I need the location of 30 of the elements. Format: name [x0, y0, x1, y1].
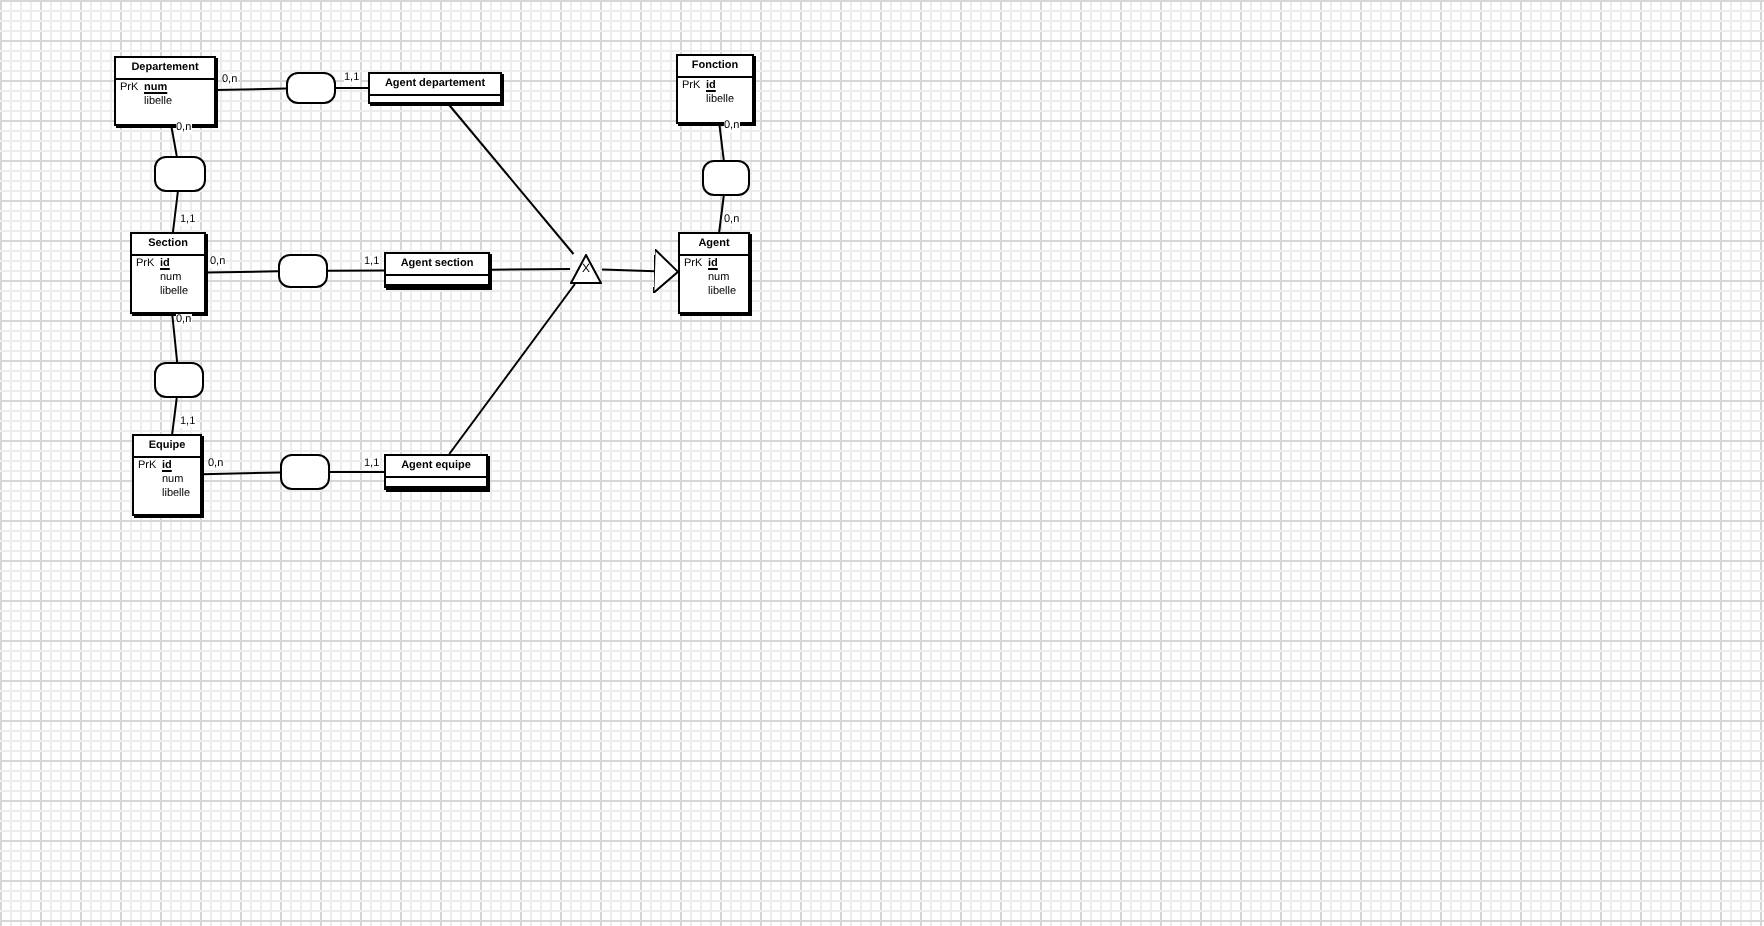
- connector-line: [489, 268, 571, 271]
- entity-box: [384, 454, 488, 490]
- entity-box: [368, 72, 502, 104]
- connector-line: [448, 283, 576, 455]
- relationship-shape: [154, 362, 204, 398]
- connector-line: [718, 123, 725, 161]
- connector-line: [601, 248, 679, 295]
- connector-line: [327, 269, 385, 272]
- entity-box: [114, 56, 216, 126]
- entity-box: [678, 232, 750, 314]
- connector-line: [205, 270, 279, 274]
- relationship-shape: [286, 72, 336, 104]
- entity-box: [676, 54, 754, 124]
- connector-line: [329, 471, 385, 473]
- connector-line: [171, 191, 179, 233]
- connector-line: [718, 195, 725, 233]
- entity-box: [130, 232, 206, 314]
- connector-line: [335, 87, 369, 89]
- connector-line: [201, 471, 281, 476]
- connector-line: [171, 313, 179, 363]
- relationship-shape: [280, 454, 330, 490]
- connector-line: [215, 87, 287, 91]
- connector-line: [447, 103, 575, 255]
- relationship-shape: [154, 156, 206, 192]
- entity-box: [132, 434, 202, 516]
- connector-line: [170, 125, 178, 157]
- connector-line: [171, 397, 178, 435]
- relationship-shape: [702, 160, 750, 196]
- relationship-shape: [278, 254, 328, 288]
- entity-box: [384, 252, 490, 288]
